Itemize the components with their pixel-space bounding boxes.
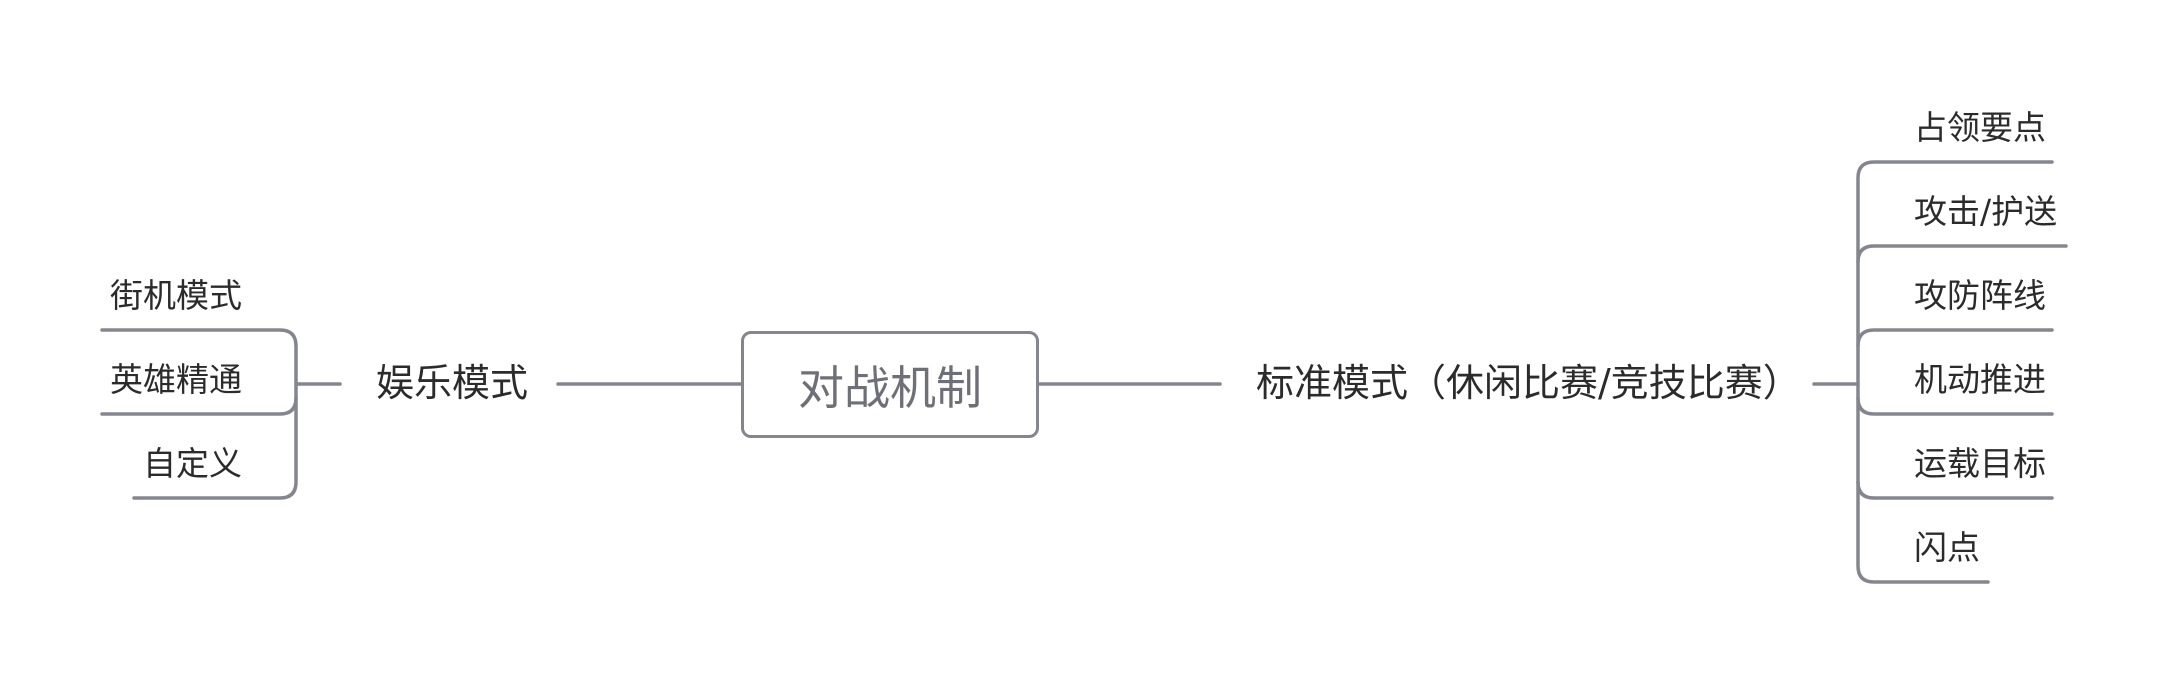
- right-child-2[interactable]: 攻击/护送: [1914, 192, 2058, 231]
- right-child-4[interactable]: 机动推进: [1914, 360, 2046, 399]
- right-bracket-line-4: [1856, 396, 2054, 416]
- right-bracket-line-5: [1856, 480, 2054, 500]
- right-child-6[interactable]: 闪点: [1914, 528, 1980, 567]
- right-bracket: [1856, 160, 2054, 584]
- root-node[interactable]: 对战机制: [741, 331, 1039, 438]
- branch-right-label[interactable]: 标准模式（休闲比赛/竞技比赛）: [1256, 361, 1801, 405]
- root-label: 对战机制: [798, 360, 982, 415]
- left-child-3[interactable]: 自定义: [143, 444, 242, 483]
- branch-left-label[interactable]: 娱乐模式: [376, 361, 529, 405]
- left-child-1[interactable]: 街机模式: [110, 276, 242, 315]
- right-bracket-line-3: [1856, 328, 2054, 348]
- left-bracket-middle: [100, 396, 298, 416]
- right-bracket-line-2: [1856, 244, 2068, 264]
- right-child-5[interactable]: 运载目标: [1914, 444, 2046, 483]
- right-child-3[interactable]: 攻防阵线: [1914, 276, 2046, 315]
- left-child-2[interactable]: 英雄精通: [110, 360, 242, 399]
- right-child-1[interactable]: 占领要点: [1914, 108, 2046, 147]
- left-bracket: [100, 328, 298, 500]
